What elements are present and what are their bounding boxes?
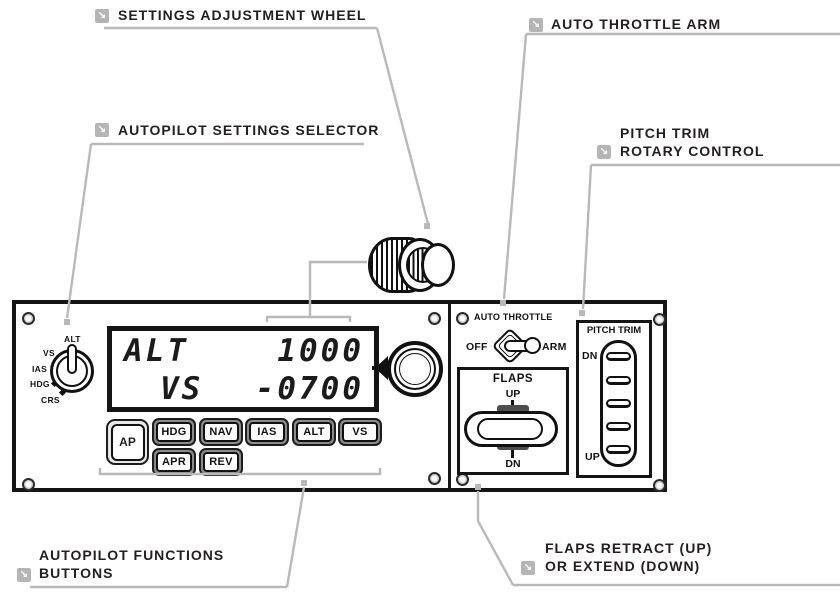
callout-line: AUTOPILOT FUNCTIONS [39, 547, 225, 563]
screw-icon [653, 313, 666, 326]
trim-wheel-groove [606, 399, 631, 408]
trim-wheel-groove [606, 422, 631, 431]
callout-pitch-trim-rotary-control: PITCH TRIM ROTARY CONTROL [620, 124, 764, 160]
display-row1-label: ALT [124, 333, 189, 369]
auto-throttle-off-label: OFF [466, 341, 488, 353]
button-label: REV [203, 452, 239, 472]
pitch-trim-group: PITCH TRIM DN UP [576, 320, 652, 478]
pitch-trim-wheel[interactable] [600, 340, 637, 467]
button-label: NAV [203, 422, 239, 442]
flaps-up-label: UP [505, 388, 521, 400]
flaps-control-group: FLAPS UP DN [457, 367, 569, 475]
leader-end-marker [424, 223, 430, 229]
display-row1-value: 1000 [277, 333, 364, 369]
autopilot-display: ALT 1000 VS -0700 [107, 326, 379, 412]
button-apr[interactable]: APR [152, 448, 196, 476]
button-ap[interactable]: AP [106, 419, 149, 465]
leader-end-marker [301, 480, 307, 486]
selector-position-label: HDG [30, 379, 50, 389]
button-label: IAS [249, 422, 285, 442]
flaps-down-label: DN [505, 458, 521, 470]
leader-end-marker [500, 300, 506, 306]
callout-line: BUTTONS [39, 565, 114, 581]
screw-icon [428, 312, 441, 325]
button-rev[interactable]: REV [199, 448, 243, 476]
pitch-trim-title: PITCH TRIM [586, 325, 642, 336]
adjustment-knob-ring [399, 353, 431, 385]
pitch-trim-up-label: UP [585, 451, 600, 463]
callout-autopilot-settings-selector: AUTOPILOT SETTINGS SELECTOR [118, 122, 380, 138]
selector-position-label: ALT [64, 334, 81, 344]
button-label: HDG [156, 422, 192, 442]
callout-settings-adjustment-wheel: SETTINGS ADJUSTMENT WHEEL [118, 7, 367, 23]
button-vs[interactable]: VS [338, 418, 382, 446]
switch-knob [524, 337, 541, 354]
screw-icon [653, 479, 666, 492]
callout-line: ROTARY CONTROL [620, 143, 765, 159]
callout-line: PITCH TRIM [620, 125, 711, 141]
leader-end-marker [64, 319, 70, 325]
callout-arrow-icon: ↘ [95, 123, 109, 137]
button-ias[interactable]: IAS [245, 418, 289, 446]
callout-flaps-retract-extend: FLAPS RETRACT (UP) OR EXTEND (DOWN) [545, 539, 712, 575]
leader-end-marker [475, 484, 481, 490]
button-label: AP [110, 423, 145, 461]
flaps-lever-handle[interactable] [477, 418, 543, 440]
flaps-tick [511, 400, 514, 408]
selector-knob-pointer [67, 344, 77, 374]
button-label: APR [156, 452, 192, 472]
screw-icon [428, 472, 441, 485]
callout-line: FLAPS RETRACT (UP) [545, 540, 713, 556]
auto-throttle-title: AUTO THROTTLE [474, 312, 553, 322]
display-row2-value: -0700 [255, 371, 364, 407]
leader-end-marker [579, 310, 585, 316]
callout-arrow-icon: ↘ [529, 18, 543, 32]
trim-wheel-groove [606, 352, 631, 361]
button-label: VS [342, 422, 378, 442]
button-alt[interactable]: ALT [292, 418, 336, 446]
button-hdg[interactable]: HDG [152, 418, 196, 446]
callout-autopilot-functions-buttons: AUTOPILOT FUNCTIONS BUTTONS [39, 546, 224, 582]
selector-position-label: IAS [32, 364, 48, 374]
callout-auto-throttle-arm: AUTO THROTTLE ARM [551, 16, 722, 32]
flaps-title: FLAPS [492, 373, 534, 385]
flaps-lever-pivot [497, 405, 529, 415]
pitch-trim-dn-label: DN [582, 350, 598, 362]
selector-position-label: CRS [41, 395, 60, 405]
selector-position-label: VS [43, 348, 55, 358]
button-label: ALT [296, 422, 332, 442]
button-nav[interactable]: NAV [199, 418, 243, 446]
auto-throttle-arm-label: ARM [542, 341, 567, 353]
screw-icon [456, 312, 469, 325]
display-row2-label: VS [160, 371, 204, 407]
autopilot-multi-panel: ALT VS IAS HDG CRS ALT 1000 VS -0700 [12, 300, 667, 492]
wheel-cap [421, 243, 455, 287]
screw-icon [22, 312, 35, 325]
callout-line: OR EXTEND (DOWN) [545, 558, 701, 574]
callout-arrow-icon: ↘ [95, 9, 109, 23]
panel-divider [448, 304, 451, 488]
callout-arrow-icon: ↘ [17, 568, 31, 582]
callout-arrow-icon: ↘ [597, 145, 611, 159]
trim-wheel-groove [606, 376, 631, 385]
adjustment-knob-ring [394, 348, 436, 390]
screw-icon [22, 478, 35, 491]
callout-arrow-icon: ↘ [521, 561, 535, 575]
flaps-tick [511, 450, 514, 458]
trim-wheel-groove [606, 445, 631, 454]
